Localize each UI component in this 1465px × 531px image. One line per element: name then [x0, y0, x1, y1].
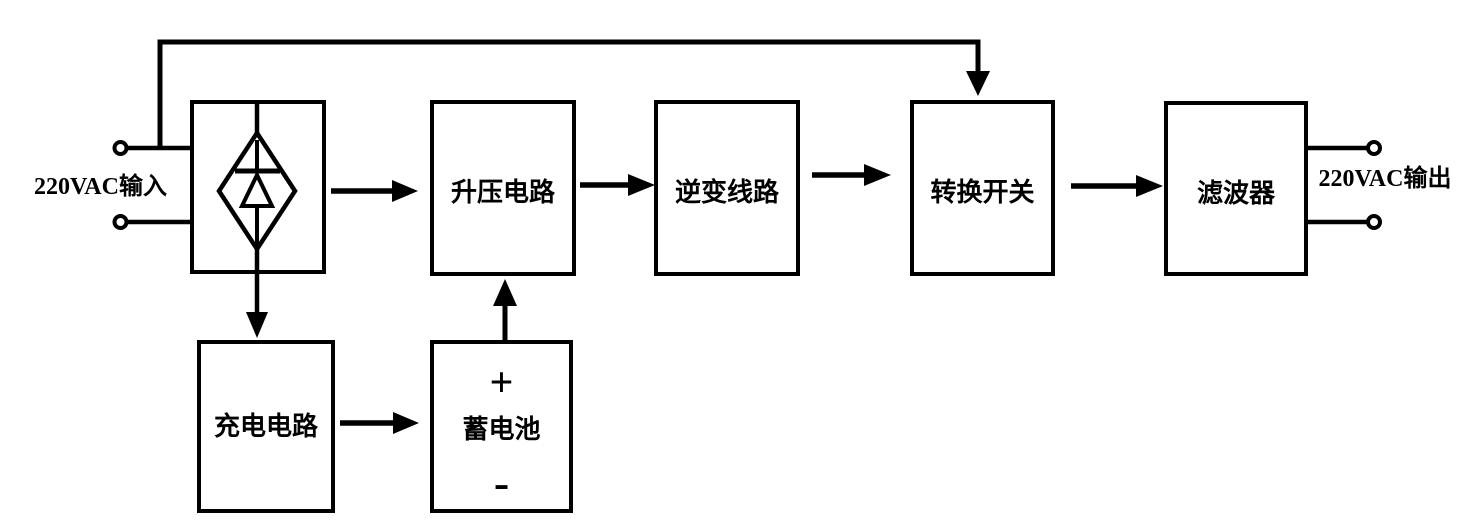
- arrow-inverter-to-transfer-icon: [812, 164, 891, 186]
- output-terminal-label: 220VAC输出: [1318, 166, 1452, 192]
- block-inverter-circuit: 逆变线路: [654, 100, 800, 276]
- arrow-charger-to-battery-icon: [340, 412, 419, 434]
- arrow-transfer-to-filter-icon: [1071, 175, 1163, 197]
- block-charger-circuit: 充电电路: [197, 340, 335, 513]
- block-rectifier: [190, 100, 326, 274]
- block-filter: 滤波器: [1164, 101, 1308, 276]
- block-label-inverter: 逆变线路: [674, 178, 779, 207]
- input-terminal-label: 220VAC输入: [34, 174, 167, 200]
- arrow-rectifier-to-boost-icon: [331, 180, 418, 202]
- battery-positive-sign: +: [489, 360, 514, 406]
- arrow-boost-to-inverter-icon: [580, 174, 655, 196]
- block-label-transfer: 转换开关: [930, 178, 1035, 207]
- block-label-filter: 滤波器: [1196, 178, 1275, 208]
- block-label-boost: 升压电路: [450, 178, 555, 207]
- block-label-battery: 蓄电池: [462, 415, 541, 444]
- block-transfer-switch: 转换开关: [910, 100, 1055, 276]
- battery-negative-sign: -: [493, 457, 510, 508]
- block-battery: + 蓄电池 -: [430, 340, 573, 513]
- block-boost-circuit: 升压电路: [430, 100, 576, 276]
- arrow-battery-to-boost-icon: [493, 279, 517, 341]
- block-label-charger: 充电电路: [213, 411, 318, 441]
